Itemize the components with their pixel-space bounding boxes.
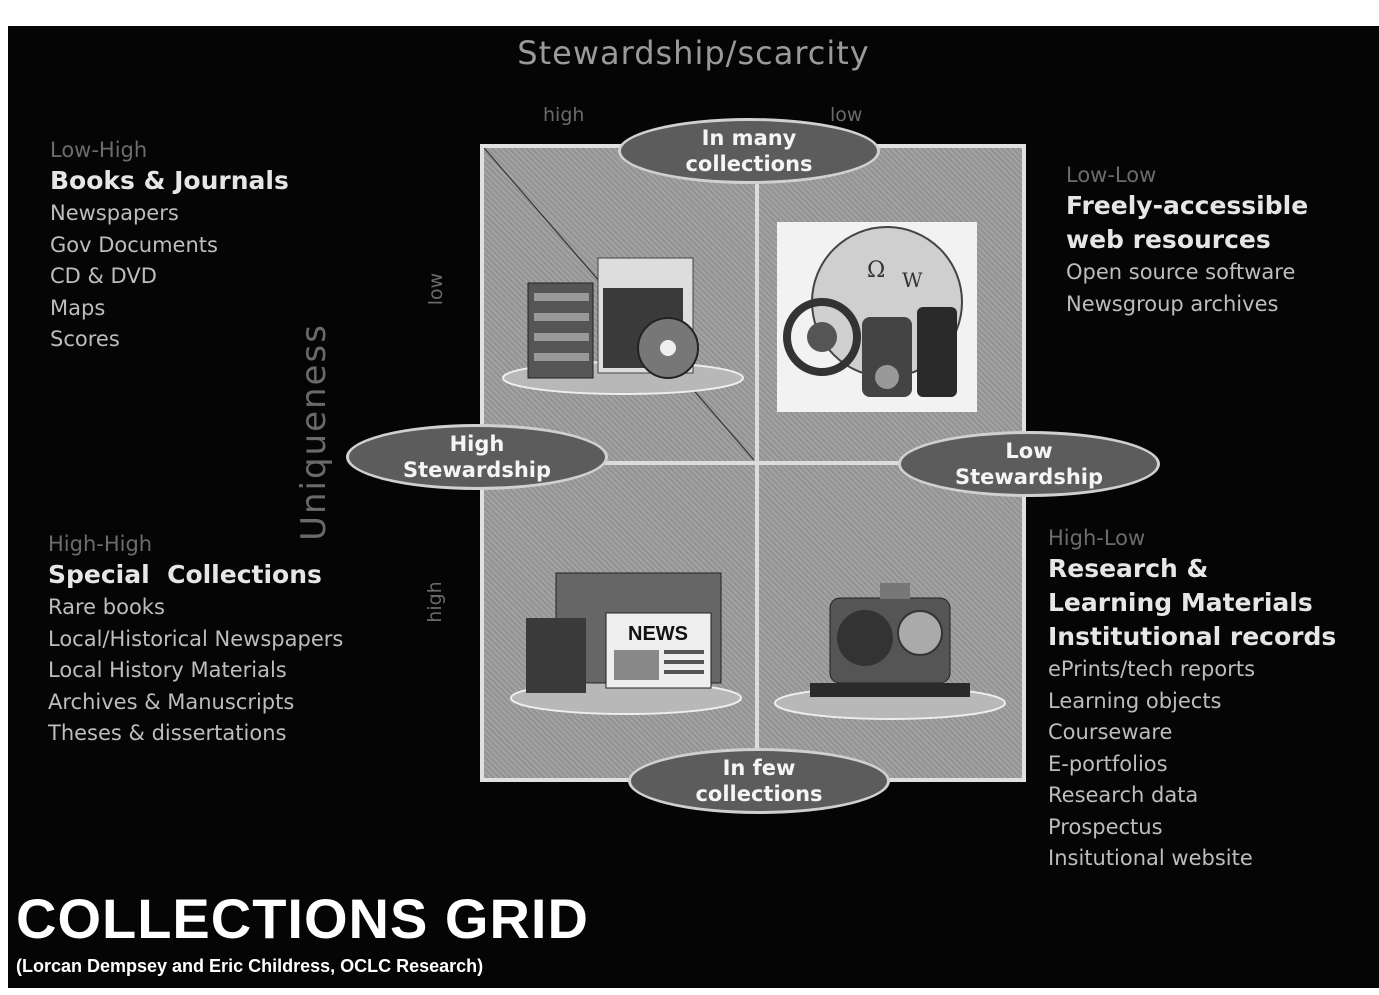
news-label: NEWS xyxy=(628,623,688,645)
list-item: ePrints/tech reports xyxy=(1048,657,1256,681)
oval-label: Low Stewardship xyxy=(954,439,1104,489)
books-disc-icon xyxy=(502,257,744,395)
top-axis-high: high xyxy=(543,104,585,126)
quadrant-text-top-right: Low-Low Freely-accessible web resources … xyxy=(1066,163,1366,320)
quadrant-text-bottom-left: High-High Special Collections Rare books… xyxy=(48,532,428,750)
diagram-title: Stewardship/scarcity xyxy=(517,34,870,72)
grid-horizontal-divider xyxy=(484,461,1022,465)
oval-high-stewardship: High Stewardship xyxy=(346,424,608,490)
quadrant-text-bottom-right: High-Low Research & Learning Materials I… xyxy=(1048,526,1368,875)
slide: Stewardship/scarcity high low low high U… xyxy=(8,26,1379,988)
list-item: Prospectus xyxy=(1048,814,1163,839)
news-archive-icon: NEWS xyxy=(510,572,742,715)
list-item: Research data xyxy=(1048,783,1199,807)
category-code: High-Low xyxy=(1048,526,1146,550)
category-heading: Books & Journals xyxy=(50,166,289,195)
top-axis-low: low xyxy=(830,104,863,126)
oval-in-many-collections: In many collections xyxy=(618,118,880,184)
list-item: Open source software xyxy=(1066,260,1296,284)
web-globe-icon: Ω W xyxy=(777,222,977,412)
category-code: Low-Low xyxy=(1066,163,1157,187)
list-item: Gov Documents xyxy=(50,232,218,257)
list-item: Theses & dissertations xyxy=(48,721,287,745)
list-item: Local/Historical Newspapers xyxy=(48,626,344,651)
list-item: Newspapers xyxy=(50,201,179,225)
svg-text:Ω: Ω xyxy=(867,258,885,283)
list-item: Maps xyxy=(50,295,106,320)
quadrant-text-top-left: Low-High Books & Journals Newspapers Gov… xyxy=(50,138,380,356)
oval-in-few-collections: In few collections xyxy=(628,748,890,814)
category-heading: Research & Learning Materials xyxy=(1048,554,1313,617)
left-axis-low: low xyxy=(425,272,447,306)
list-item: Learning objects xyxy=(1048,688,1222,713)
list-item: Courseware xyxy=(1048,720,1173,744)
category-code: Low-High xyxy=(50,138,148,162)
category-heading: Institutional records xyxy=(1048,622,1337,651)
category-heading: Special Collections xyxy=(48,560,322,589)
list-item: Insitutional website xyxy=(1048,846,1253,870)
svg-text:W: W xyxy=(902,268,923,292)
list-item: Local History Materials xyxy=(48,658,287,682)
lab-equipment-icon xyxy=(774,583,1006,720)
list-item: Rare books xyxy=(48,595,165,619)
list-item: Archives & Manuscripts xyxy=(48,689,295,714)
oval-label: In many collections xyxy=(685,126,813,176)
oval-low-stewardship: Low Stewardship xyxy=(898,431,1160,497)
list-item: E-portfolios xyxy=(1048,751,1168,776)
footer-credit: (Lorcan Dempsey and Eric Childress, OCLC… xyxy=(16,956,484,976)
list-item: Scores xyxy=(50,327,120,351)
footer-title: COLLECTIONS GRID xyxy=(16,887,589,950)
oval-label: High Stewardship xyxy=(402,432,552,482)
category-code: High-High xyxy=(48,532,153,556)
list-item: Newsgroup archives xyxy=(1066,291,1279,316)
list-item: CD & DVD xyxy=(50,264,157,288)
oval-label: In few collections xyxy=(695,756,823,806)
category-heading: Freely-accessible web resources xyxy=(1066,191,1309,254)
